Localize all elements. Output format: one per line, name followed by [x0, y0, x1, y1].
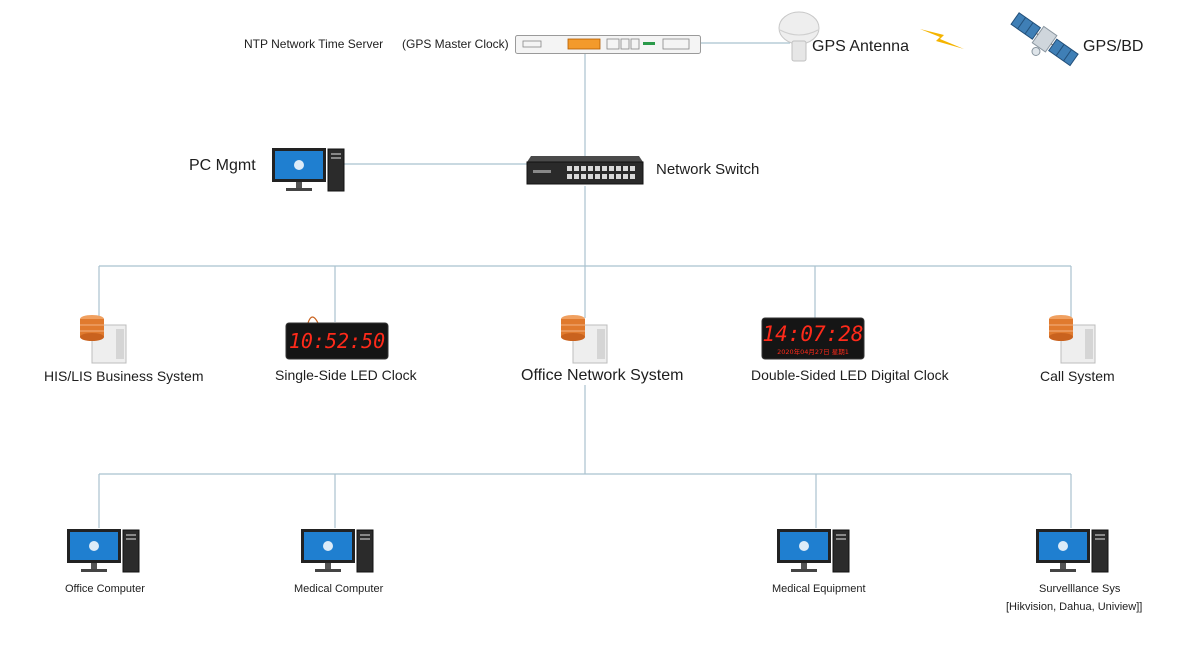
- pc-mgmt-label: PC Mgmt: [189, 157, 256, 174]
- network-switch-icon: [526, 156, 644, 185]
- surveillance-label: Survelllance Sys: [1039, 583, 1121, 595]
- office-network-label: Office Network System: [521, 367, 684, 384]
- office-computer-label: Office Computer: [65, 583, 145, 595]
- double-led-subline: 2020年04月27日 星期1: [777, 347, 849, 356]
- satellite-icon: [1010, 12, 1079, 67]
- surveillance-sublabel: [Hikvision, Dahua, Uniview]]: [1006, 601, 1143, 613]
- his-lis-label: HIS/LIS Business System: [44, 368, 204, 384]
- surveillance-computer-icon: [1036, 529, 1109, 573]
- gps-antenna-icon: [778, 11, 820, 62]
- single-led-clock-icon: 10:52:50: [285, 316, 389, 360]
- double-led-display: 14:07:28: [762, 322, 863, 346]
- desktop-computer-icon: [272, 148, 345, 192]
- medical-equipment-icon: [777, 529, 850, 573]
- switch-label: Network Switch: [656, 161, 760, 178]
- single-led-display: 10:52:50: [289, 329, 385, 353]
- double-led-clock-icon: 14:07:28 2020年04月27日 星期1: [761, 317, 865, 360]
- medical-computer-label: Medical Computer: [294, 583, 384, 595]
- call-server-icon: [1049, 315, 1096, 364]
- satellite-label: GPS/BD: [1083, 38, 1144, 55]
- double-led-label: Double-Sided LED Digital Clock: [751, 367, 949, 383]
- medical-computer-icon: [301, 529, 374, 573]
- office-computer-icon: [67, 529, 140, 573]
- database-server-icon: [80, 315, 127, 364]
- server-sublabel: (GPS Master Clock): [402, 37, 509, 51]
- lightning-icon: [920, 29, 964, 49]
- ntp-server-icon: [515, 35, 701, 54]
- office-server-icon: [561, 315, 608, 364]
- call-system-label: Call System: [1040, 368, 1115, 384]
- server-label: NTP Network Time Server: [244, 37, 384, 51]
- single-led-label: Single-Side LED Clock: [275, 367, 417, 383]
- antenna-label: GPS Antenna: [812, 38, 909, 55]
- medical-equipment-label: Medical Equipment: [772, 583, 866, 595]
